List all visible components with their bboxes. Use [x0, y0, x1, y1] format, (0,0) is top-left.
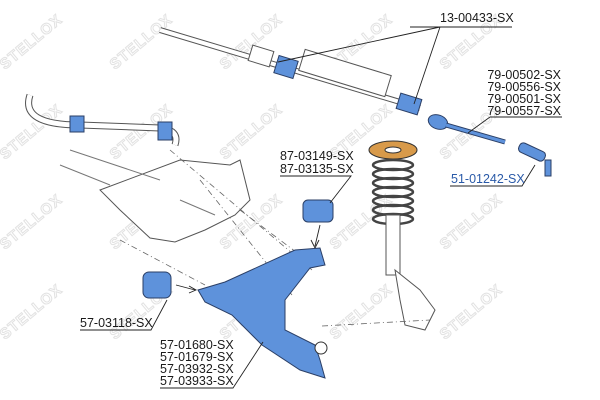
label-control-arm-2: 57-01679-SX [160, 350, 234, 364]
subframe [59, 149, 251, 243]
watermark-text: STELLOX [107, 11, 176, 73]
watermark-text: STELLOX [327, 281, 396, 343]
watermark-text: STELLOX [0, 281, 66, 343]
label-control-arm-4: 57-03933-SX [160, 374, 234, 388]
label-tie-rod-2: 79-00556-SX [487, 80, 561, 94]
rack-boot-left [273, 54, 299, 80]
watermark-text: STELLOX [437, 281, 506, 343]
watermark-text: STELLOX [217, 101, 286, 163]
rack-boot-right [395, 92, 423, 116]
watermark-text: STELLOX [437, 191, 506, 253]
label-front-bushing: 57-03118-SX [80, 316, 153, 330]
strut-spring [368, 140, 436, 331]
tie-rod-end [518, 142, 546, 162]
label-control-arm-3: 57-03932-SX [160, 362, 234, 376]
label-control-arm-1: 57-01680-SX [160, 338, 234, 352]
rear-bushing [302, 199, 334, 223]
watermark-text: STELLOX [0, 191, 66, 253]
label-tie-rod-3: 79-00501-SX [487, 92, 561, 106]
stabilizer-bar [25, 93, 180, 147]
leader-lines [80, 26, 562, 389]
front-bushing [142, 271, 172, 299]
label-tie-rod-1: 79-00502-SX [487, 68, 561, 82]
watermark-text: STELLOX [0, 11, 66, 73]
label-rear-bushing-2: 87-03135-SX [280, 162, 354, 176]
label-tie-rod-4: 79-00557-SX [487, 104, 561, 118]
control-arm [197, 247, 326, 379]
tie-rod [427, 114, 552, 177]
label-rear-bushing-1: 87-03149-SX [280, 149, 354, 163]
label-tie-rod-end: 51-01242-SX [451, 172, 525, 186]
label-steering-rack: 13-00433-SX [440, 11, 514, 25]
